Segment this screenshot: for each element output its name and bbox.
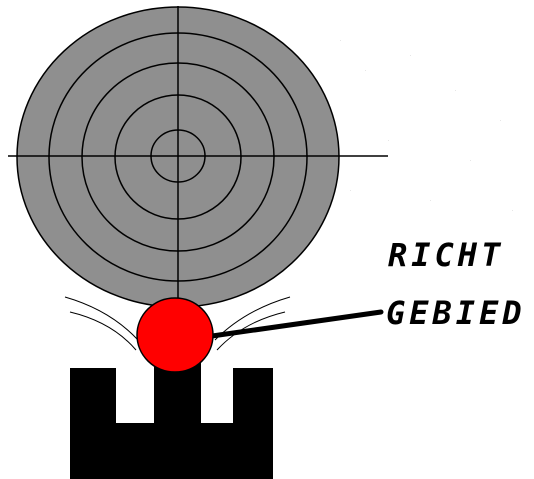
background-speckle bbox=[340, 40, 513, 211]
rear-sight-notch bbox=[70, 362, 273, 479]
arc-left-inner bbox=[69, 311, 137, 351]
target-label: RICHT GEBIED bbox=[386, 236, 526, 332]
front-sight-bead bbox=[136, 297, 214, 373]
label-line-2: GEBIED bbox=[386, 294, 526, 332]
arc-right-inner bbox=[216, 311, 286, 351]
pointer-line bbox=[181, 309, 384, 343]
label-line-1: RICHT bbox=[388, 236, 504, 274]
crosshair bbox=[8, 6, 388, 298]
arc-left-outer bbox=[64, 296, 139, 341]
